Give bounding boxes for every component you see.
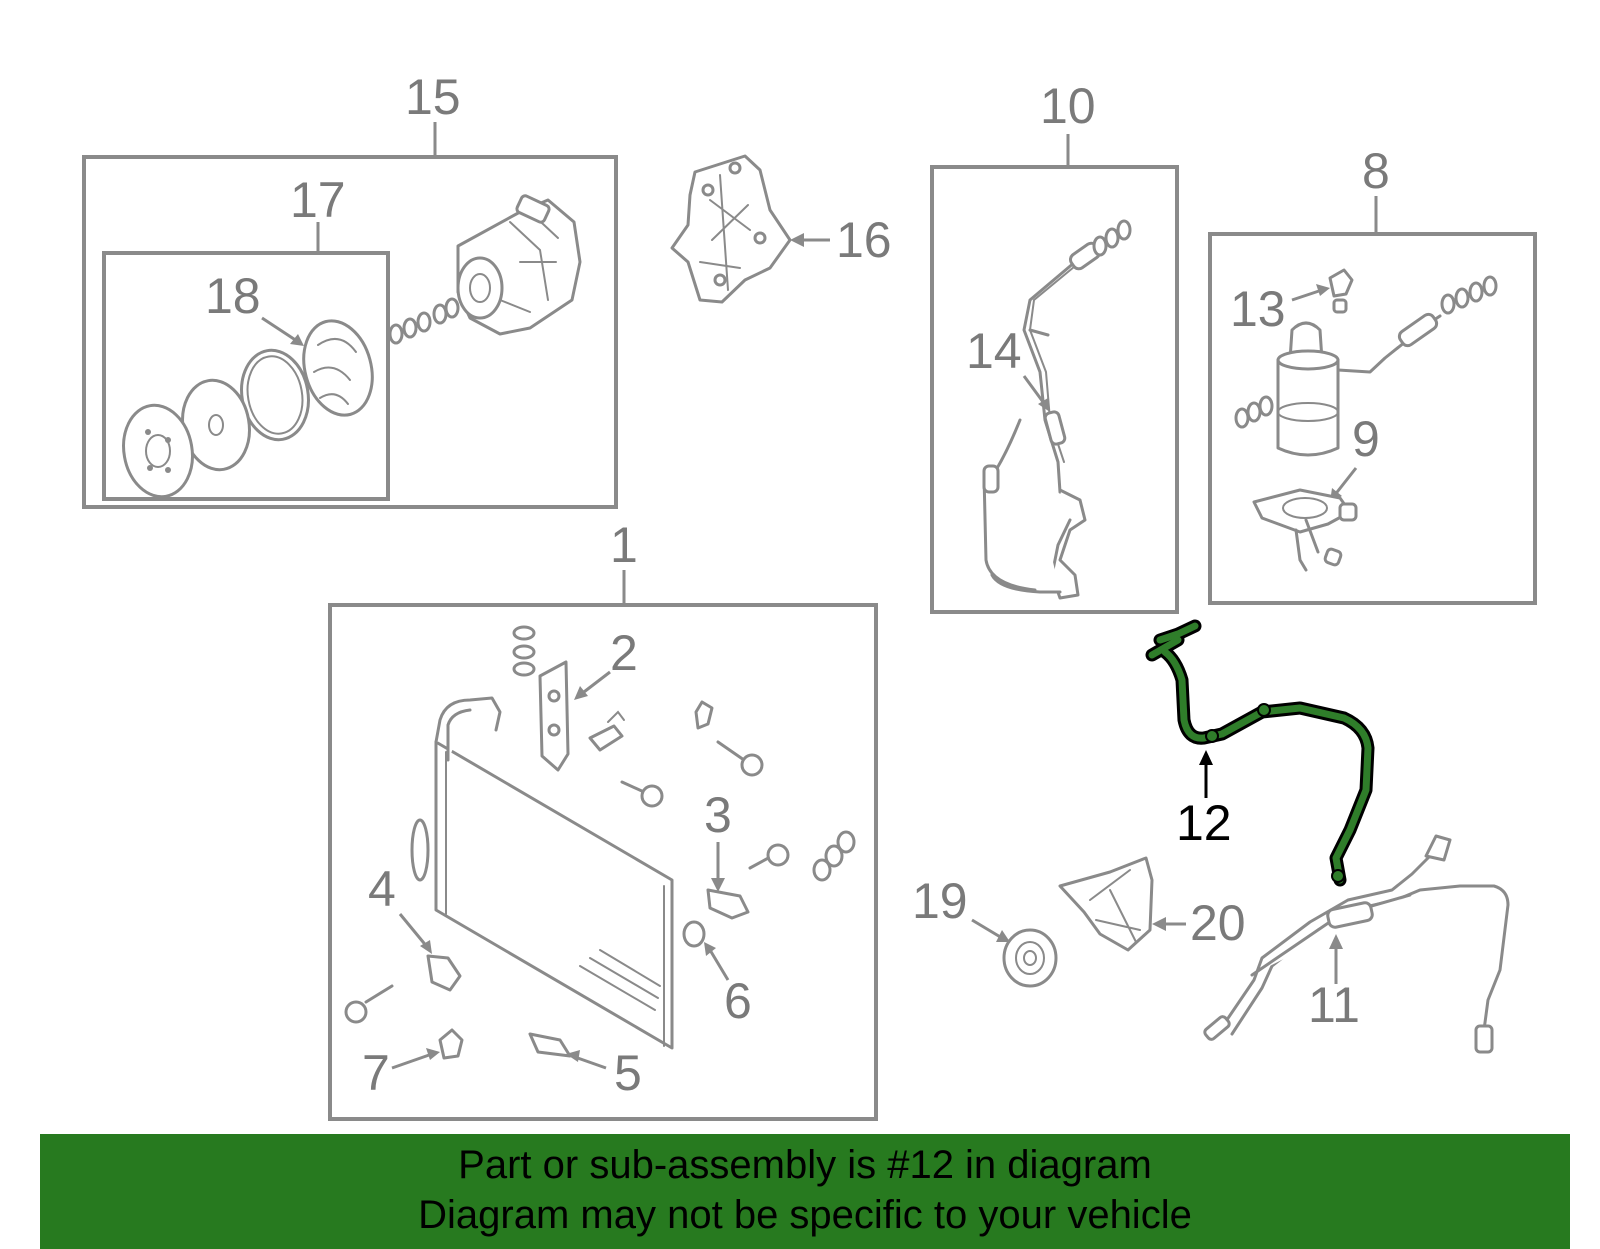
callout-14[interactable]: 14 bbox=[966, 323, 1022, 379]
group-15-compressor: 15 17 18 bbox=[82, 69, 618, 509]
callout-4[interactable]: 4 bbox=[368, 861, 396, 917]
box-8 bbox=[1208, 232, 1537, 605]
box-15 bbox=[82, 155, 618, 509]
info-banner: Part or sub-assembly is #12 in diagram D… bbox=[40, 1134, 1570, 1249]
box-1 bbox=[328, 603, 878, 1121]
callout-15[interactable]: 15 bbox=[405, 69, 461, 125]
hose-11-part bbox=[1203, 834, 1510, 1054]
callout-5[interactable]: 5 bbox=[614, 1045, 642, 1101]
compressor-seals-part bbox=[388, 297, 460, 345]
hose-12-highlighted-part[interactable] bbox=[1145, 619, 1375, 887]
callout-16[interactable]: 16 bbox=[836, 212, 892, 268]
suction-line-orings bbox=[1092, 219, 1132, 257]
box-17 bbox=[102, 251, 390, 501]
cap-19-part bbox=[1002, 928, 1058, 988]
cushion-6-part bbox=[682, 920, 706, 948]
valve-13-part bbox=[1328, 268, 1354, 314]
drier-part bbox=[1234, 275, 1498, 457]
banner-line-1: Part or sub-assembly is #12 in diagram bbox=[458, 1143, 1152, 1187]
sensor-5-part bbox=[528, 1032, 572, 1058]
callout-12[interactable]: 12 bbox=[1176, 795, 1232, 851]
clutch-plate-part bbox=[302, 319, 374, 417]
bracket-16-part: 16 bbox=[670, 154, 892, 304]
clip-4-part bbox=[426, 954, 462, 992]
screw-part bbox=[344, 984, 394, 1024]
bolt-part bbox=[694, 700, 764, 777]
screw-part bbox=[748, 843, 790, 870]
clip-7-part bbox=[438, 1028, 464, 1060]
callout-20[interactable]: 20 bbox=[1190, 895, 1246, 951]
callout-1[interactable]: 1 bbox=[610, 517, 638, 573]
callout-8[interactable]: 8 bbox=[1362, 143, 1390, 199]
box-10 bbox=[930, 165, 1179, 614]
callout-17[interactable]: 17 bbox=[290, 172, 346, 228]
callout-18[interactable]: 18 bbox=[205, 268, 261, 324]
callout-3[interactable]: 3 bbox=[704, 787, 732, 843]
callout-6[interactable]: 6 bbox=[724, 973, 752, 1029]
bolt-part bbox=[620, 780, 664, 808]
group-8-receiver-drier: 8 13 9 bbox=[1208, 143, 1537, 605]
callout-11[interactable]: 11 bbox=[1308, 977, 1360, 1033]
bracket-2-part bbox=[538, 660, 570, 772]
banner-line-2: Diagram may not be specific to your vehi… bbox=[418, 1193, 1192, 1237]
clip-3-part bbox=[706, 888, 750, 920]
callout-2[interactable]: 2 bbox=[610, 625, 638, 681]
callout-7[interactable]: 7 bbox=[362, 1045, 390, 1101]
callout-19[interactable]: 19 bbox=[912, 873, 968, 929]
clutch-hub-part bbox=[122, 403, 194, 499]
grommets-part bbox=[812, 830, 856, 882]
bracket-20-part bbox=[1058, 856, 1154, 952]
group-1-condenser: 1 2 bbox=[328, 517, 878, 1121]
sensor-14-part bbox=[1043, 410, 1067, 446]
compressor-part bbox=[456, 194, 582, 336]
condenser-orings bbox=[512, 625, 536, 677]
bolt-part bbox=[588, 710, 625, 752]
callout-10[interactable]: 10 bbox=[1040, 78, 1096, 134]
group-10-suction-line: 10 14 bbox=[930, 78, 1179, 614]
drier-bracket-9-part bbox=[1252, 488, 1358, 572]
callout-13[interactable]: 13 bbox=[1230, 281, 1286, 337]
callout-9[interactable]: 9 bbox=[1352, 411, 1380, 467]
condenser-part bbox=[410, 696, 674, 1050]
